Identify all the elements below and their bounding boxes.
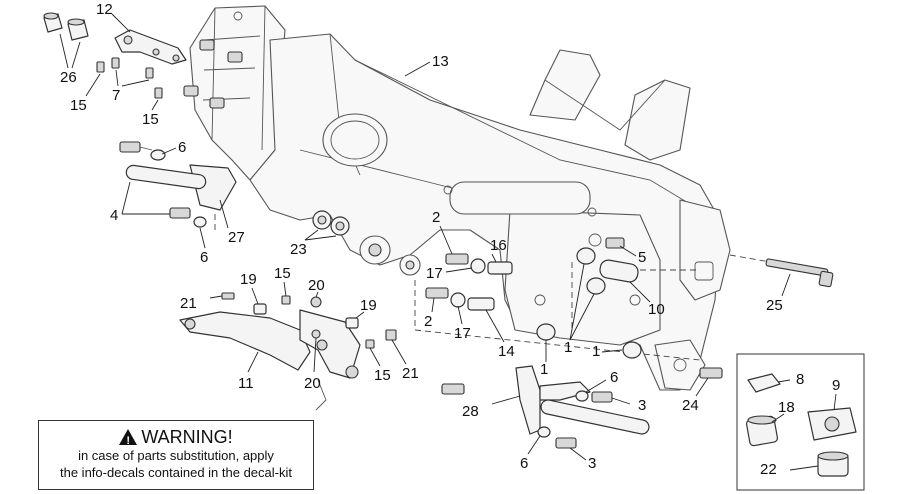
parts-1-5-10	[536, 237, 651, 362]
headstock-bolts	[183, 39, 243, 109]
label-15-b: 15	[142, 111, 159, 128]
label-4: 4	[110, 207, 118, 224]
label-23: 23	[290, 241, 307, 258]
label-14: 14	[498, 343, 515, 360]
label-9: 9	[832, 377, 840, 394]
label-15-a: 15	[70, 97, 87, 114]
label-17-a: 17	[426, 265, 443, 282]
warning-box: WARNING! in case of parts substitution, …	[38, 420, 314, 490]
part-23-bushings	[304, 210, 350, 241]
label-1-b: 1	[540, 361, 548, 378]
label-13: 13	[432, 53, 449, 70]
label-24: 24	[682, 397, 699, 414]
warning-line-2: the info-decals contained in the decal-k…	[60, 465, 292, 480]
label-1-c: 1	[592, 343, 600, 360]
label-3-b: 3	[588, 455, 596, 472]
label-6-d: 6	[520, 455, 528, 472]
label-2-a: 2	[432, 209, 440, 226]
label-17-b: 17	[454, 325, 471, 342]
label-6-b: 6	[200, 249, 208, 266]
label-1-a: 1	[564, 339, 572, 356]
label-12: 12	[96, 1, 113, 18]
part-26-bushings	[43, 12, 89, 69]
detail-box	[736, 353, 865, 491]
frame-assembly	[183, 5, 731, 391]
label-22: 22	[760, 461, 777, 478]
label-28: 28	[462, 403, 479, 420]
label-27: 27	[228, 229, 245, 246]
label-6-c: 6	[610, 369, 618, 386]
part-24-bolt	[695, 367, 723, 397]
label-6-a: 6	[178, 139, 186, 156]
label-19-b: 19	[360, 297, 377, 314]
warning-line-1: in case of parts substitution, apply	[78, 448, 274, 463]
label-16: 16	[490, 237, 507, 254]
label-15-d: 15	[374, 367, 391, 384]
label-20-a: 20	[308, 277, 325, 294]
label-21-b: 21	[402, 365, 419, 382]
warning-title-text: WARNING!	[141, 427, 233, 447]
parts-2-14-16-17	[425, 225, 513, 343]
callout-labels: 12 26 7 15 15 13 6 4 27 6 23 2 16 17 2 1…	[60, 1, 840, 478]
label-5: 5	[638, 249, 646, 266]
part-25-long-bolt	[765, 258, 834, 297]
warning-triangle-icon	[119, 429, 138, 451]
label-26: 26	[60, 69, 77, 86]
label-20-b: 20	[304, 375, 321, 392]
small-screws-7-15	[85, 57, 163, 111]
label-7: 7	[112, 87, 120, 104]
warning-title: WARNING!	[39, 427, 313, 451]
part-12-bracket	[111, 13, 187, 65]
small-parts-19-20-21	[209, 281, 407, 373]
label-8: 8	[796, 371, 804, 388]
label-18: 18	[778, 399, 795, 416]
label-11: 11	[238, 375, 254, 392]
assembly-lines	[214, 210, 771, 361]
label-21-a: 21	[180, 295, 197, 312]
label-2-b: 2	[424, 313, 432, 330]
label-15-c: 15	[274, 265, 291, 282]
part-28-hanger	[441, 365, 650, 461]
label-10: 10	[648, 301, 665, 318]
label-3-a: 3	[638, 397, 646, 414]
label-25: 25	[766, 297, 783, 314]
part-11-bracket	[179, 309, 361, 411]
label-19-a: 19	[240, 271, 257, 288]
part-27-bracket-assembly	[119, 141, 237, 249]
